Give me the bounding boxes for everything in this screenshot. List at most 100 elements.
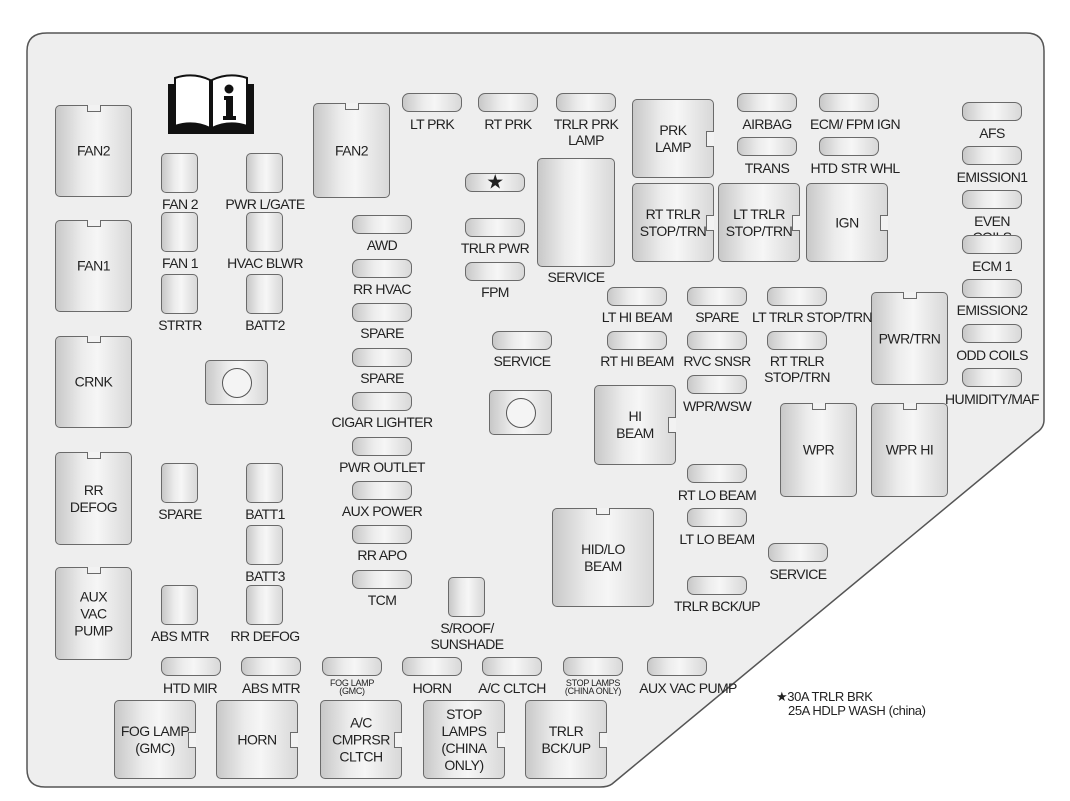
mini-fuse-humidity-maf[interactable] [962, 368, 1022, 387]
relay-stop-lamps-china-only[interactable]: STOP LAMPS (CHINA ONLY) [423, 700, 505, 779]
mini-fuse-rvc-snsr[interactable] [687, 331, 747, 350]
mini-fuse-service[interactable] [768, 543, 828, 562]
cartridge-fuse-fan-1[interactable] [161, 212, 198, 252]
mini-fuse-trlr-bck-up[interactable] [687, 576, 747, 595]
cartridge-fuse-rr-defog[interactable] [246, 585, 283, 625]
relay-rr-defog[interactable]: RR DEFOG [55, 452, 132, 545]
relay-label: FOG LAMP (GMC) [120, 722, 190, 756]
relay-horn[interactable]: HORN [216, 700, 298, 779]
fuse-label: RT LO BEAM [677, 487, 757, 503]
relay-label: RR DEFOG [69, 481, 118, 515]
relay-crnk[interactable]: CRNK [55, 336, 132, 428]
mini-fuse-awd[interactable] [352, 215, 412, 234]
relay-prk-lamp[interactable]: PRK LAMP [632, 99, 714, 178]
mini-fuse-ecm-fpm-ign[interactable] [819, 93, 879, 112]
fuse-label: RT TRLR STOP/TRN [764, 353, 830, 385]
mini-fuse-even-coils[interactable] [962, 190, 1022, 209]
mini-fuse-abs-mtr[interactable] [241, 657, 301, 676]
mini-fuse-rr-apo[interactable] [352, 525, 412, 544]
bolt-stud-icon [221, 367, 252, 398]
mini-fuse-stop-lamps-china-only[interactable] [563, 657, 623, 676]
owner-manual-info-icon [165, 72, 257, 139]
mini-fuse-rt-lo-beam[interactable] [687, 464, 747, 483]
relay-pwr-trn[interactable]: PWR/TRN [871, 292, 948, 385]
mini-fuse-aux-vac-pump[interactable] [647, 657, 707, 676]
fuse-label: AIRBAG [742, 116, 792, 132]
fuse-label: PWR L/GATE [225, 196, 305, 212]
mini-fuse-emission1[interactable] [962, 146, 1022, 165]
mini-fuse-emission2[interactable] [962, 279, 1022, 298]
relay-lt-trlr-stop-trn[interactable]: LT TRLR STOP/TRN [718, 183, 800, 262]
mini-fuse-odd-coils[interactable] [962, 324, 1022, 343]
mini-fuse-pwr-outlet[interactable] [352, 437, 412, 456]
relay-fog-lamp-gmc[interactable]: FOG LAMP (GMC) [114, 700, 196, 779]
mini-fuse-horn[interactable] [402, 657, 462, 676]
mini-fuse-rt-hi-beam[interactable] [607, 331, 667, 350]
relay-wpr[interactable]: WPR [780, 403, 857, 497]
mini-fuse-trans[interactable] [737, 137, 797, 156]
mini-fuse-rr-hvac[interactable] [352, 259, 412, 278]
cartridge-fuse-hvac-blwr[interactable] [246, 212, 283, 252]
relay-fan2[interactable]: FAN2 [55, 105, 132, 197]
mini-fuse-ecm-1[interactable] [962, 235, 1022, 254]
relay-rt-trlr-stop-trn[interactable]: RT TRLR STOP/TRN [632, 183, 714, 262]
mini-fuse-htd-mir[interactable] [161, 657, 221, 676]
cartridge-fuse-batt1[interactable] [246, 463, 283, 503]
star-icon: ★ [486, 171, 504, 193]
cartridge-fuse-pwr-l-gate[interactable] [246, 153, 283, 193]
relay-ign[interactable]: IGN [806, 183, 888, 262]
mini-fuse-a-c-cltch[interactable] [482, 657, 542, 676]
mini-fuse-wpr-wsw[interactable] [687, 375, 747, 394]
mini-fuse-trlr-pwr[interactable] [465, 218, 525, 237]
mini-fuse-spare[interactable] [687, 287, 747, 306]
mini-fuse-tcm[interactable] [352, 570, 412, 589]
cartridge-fuse-strtr[interactable] [161, 274, 198, 314]
fuse-label: STRTR [158, 317, 202, 333]
cartridge-fuse-spare[interactable] [161, 463, 198, 503]
mini-fuse-airbag[interactable] [737, 93, 797, 112]
relay-hi-beam[interactable]: HI BEAM [594, 385, 676, 465]
mini-fuse-rt-prk[interactable] [478, 93, 538, 112]
mini-fuse-afs[interactable] [962, 102, 1022, 121]
mini-fuse-rt-trlr-stop-trn[interactable] [767, 331, 827, 350]
service-block[interactable] [537, 158, 615, 267]
relay-fan2[interactable]: FAN2 [313, 103, 390, 198]
cartridge-fuse-abs-mtr[interactable] [161, 585, 198, 625]
relay-notch [902, 292, 917, 299]
relay-fan1[interactable]: FAN1 [55, 220, 132, 312]
mini-fuse-service[interactable] [492, 331, 552, 350]
relay-notch [394, 731, 402, 748]
bolt-terminal [205, 360, 268, 405]
mini-fuse-aux-power[interactable] [352, 481, 412, 500]
mini-fuse-lt-prk[interactable] [402, 93, 462, 112]
mini-fuse-lt-lo-beam[interactable] [687, 508, 747, 527]
relay-aux-vac-pump[interactable]: AUX VAC PUMP [55, 567, 132, 660]
mini-fuse-starred[interactable]: ★ [465, 171, 525, 193]
fuse-label: TRANS [744, 160, 790, 176]
relay-hid-lo-beam[interactable]: HID/LO BEAM [552, 508, 654, 607]
mini-fuse-fpm[interactable] [465, 262, 525, 281]
mini-fuse-fog-lamp-gmc[interactable] [322, 657, 382, 676]
mini-fuse-trlr-prk-lamp[interactable] [556, 93, 616, 112]
relay-notch [811, 403, 826, 410]
mini-fuse-spare[interactable] [352, 303, 412, 322]
relay-notch [86, 220, 101, 227]
relay-trlr-bck-up[interactable]: TRLR BCK/UP [525, 700, 607, 779]
cartridge-fuse-batt3[interactable] [246, 525, 283, 565]
fuse-label: AUX POWER [341, 503, 423, 519]
cartridge-fuse-s-roof-sunshade[interactable] [448, 577, 485, 617]
mini-fuse-htd-str-whl[interactable] [819, 137, 879, 156]
fuse-label: AFS [979, 125, 1005, 141]
mini-fuse-lt-hi-beam[interactable] [607, 287, 667, 306]
relay-label: PWR/TRN [878, 330, 941, 346]
mini-fuse-cigar-lighter[interactable] [352, 392, 412, 411]
fuse-label: HUMIDITY/MAF [945, 391, 1040, 407]
mini-fuse-spare[interactable] [352, 348, 412, 367]
mini-fuse-lt-trlr-stop-trn[interactable] [767, 287, 827, 306]
relay-notch [902, 403, 917, 410]
relay-a-c-cmprsr-cltch[interactable]: A/C CMPRSR CLTCH [320, 700, 402, 779]
relay-wpr-hi[interactable]: WPR HI [871, 403, 948, 497]
cartridge-fuse-batt2[interactable] [246, 274, 283, 314]
cartridge-fuse-fan-2[interactable] [161, 153, 198, 193]
relay-label: WPR HI [885, 441, 934, 458]
